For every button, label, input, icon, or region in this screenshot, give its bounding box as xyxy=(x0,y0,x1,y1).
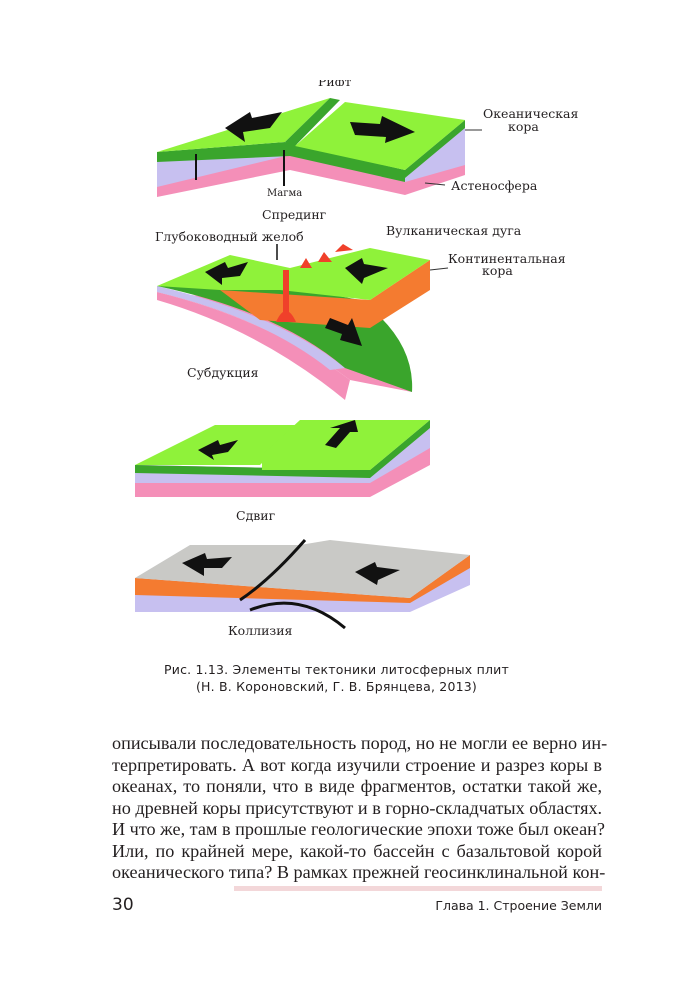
page-number: 30 xyxy=(112,895,134,915)
collision-diagram xyxy=(135,539,470,630)
label-volcanic-arc: Вулканическая дуга xyxy=(386,223,522,238)
label-rift: Рифт xyxy=(318,80,351,86)
label-asthenosphere: Астеносфера xyxy=(451,178,538,193)
body-paragraph: описывали последовательность пород, но н… xyxy=(112,733,608,884)
chapter-title: Глава 1. Строение Земли xyxy=(435,898,602,913)
label-shear: Сдвиг xyxy=(236,508,276,523)
text-line: терпретировать. А вот когда изучили стро… xyxy=(112,754,602,775)
arrow-left-icon xyxy=(225,112,282,142)
label-spreading: Спрединг xyxy=(262,207,327,222)
text-line: но древней коры присутствуют и в горно-с… xyxy=(112,797,603,818)
subduction-diagram xyxy=(157,244,449,400)
shear-diagram xyxy=(135,420,430,497)
label-subduction: Субдукция xyxy=(187,365,259,380)
caption-line: (Н. В. Короновский, Г. В. Брянцева, 2013… xyxy=(195,679,477,694)
label-trench: Глубоководный желоб xyxy=(155,229,304,244)
label-collision: Коллизия xyxy=(228,623,293,638)
text-line: И что же, там в прошлые геологические эп… xyxy=(112,819,605,839)
caption-line: Рис. 1.13. Элементы тектоники литосферны… xyxy=(164,662,509,677)
label-magma: Магма xyxy=(267,188,303,199)
footer-rule xyxy=(234,886,602,891)
text-line: океанического типа? В рамках прежней гео… xyxy=(112,862,606,882)
text-line: описывали последовательность пород, но н… xyxy=(112,733,608,753)
spreading-diagram xyxy=(157,98,482,197)
label-continental-crust-2: кора xyxy=(482,263,513,278)
label-oceanic-crust-2: кора xyxy=(508,119,539,134)
figure-caption: Рис. 1.13. Элементы тектоники литосферны… xyxy=(0,661,673,695)
text-line: Или, по крайней мере, какой-то бассейн с… xyxy=(112,840,602,861)
label-oceanic-crust-1: Океаническая xyxy=(483,106,579,121)
label-continental-crust-1: Континентальная xyxy=(448,251,566,266)
arrow-right-icon xyxy=(350,116,415,143)
plate-tectonics-figure xyxy=(135,98,482,630)
text-line: океанах, то поняли, что в виде фрагменто… xyxy=(112,776,602,796)
